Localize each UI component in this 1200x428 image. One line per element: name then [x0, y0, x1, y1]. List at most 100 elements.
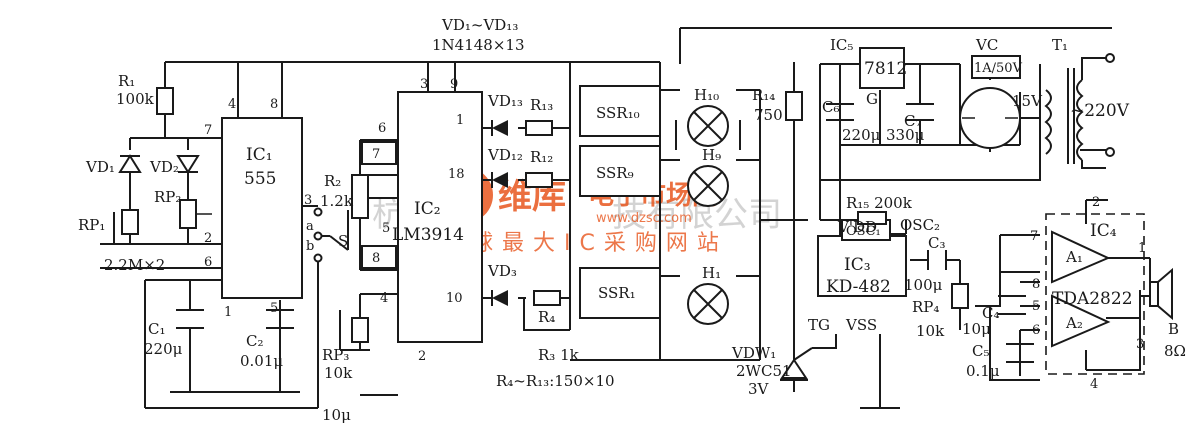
vc-label-box — [971, 55, 1021, 79]
rp1-potentiometer — [121, 209, 139, 235]
switch-label: S — [338, 232, 348, 250]
c2-value: 0.01μ — [240, 352, 283, 370]
r4-r13-label: R₄~R₁₃:150×10 — [496, 372, 615, 390]
ic5-part: 7812 — [864, 59, 907, 79]
vd13-diode-icon — [492, 120, 508, 136]
ic2-pin10: 10 — [446, 291, 463, 306]
ssr10-relay — [579, 85, 661, 137]
ic4-pin8: 8 — [1032, 277, 1040, 292]
ssr1-label: SSR₁ — [598, 284, 636, 302]
r15-resistor — [857, 211, 887, 225]
ic4-pin3: 3 — [1136, 337, 1144, 352]
switch-common — [313, 253, 323, 263]
h9-label: H₉ — [702, 146, 721, 164]
vss-label: VSS — [845, 316, 877, 334]
watermark-slogan: 全球最大IC采购网站 — [440, 231, 728, 256]
watermark-url: www.dzsc.com — [596, 211, 692, 226]
ic5-7812 — [859, 47, 905, 89]
ssr9-label: SSR₉ — [596, 164, 634, 182]
mains-terminal-top — [1105, 53, 1115, 63]
rp3-potentiometer — [351, 317, 369, 343]
c1-capacitor-icon — [176, 309, 204, 329]
r14-resistor — [785, 91, 803, 121]
c3-capacitor-icon — [927, 250, 947, 270]
h9-lamp-icon — [687, 165, 729, 207]
ic2-pin1: 1 — [456, 113, 464, 128]
h1-label: H₁ — [702, 264, 721, 282]
ic1-pin1: 1 — [224, 305, 232, 320]
c2-label: C₂ — [246, 332, 264, 350]
a1-label: A₁ — [1065, 248, 1083, 266]
ic2-lm3914 — [397, 91, 483, 343]
c7-capacitor-icon — [906, 103, 934, 121]
vdw1-label: VDW₁ — [731, 344, 776, 362]
labels: VD₁~VD₁₃ 1N4148×13 R₁ 100k VD₁ VD₂ RP₁ R… — [78, 16, 1186, 424]
rp3-label: RP₃ — [322, 346, 349, 364]
vd1-label: VD₁ — [85, 158, 115, 176]
vd12-label: VD₁₂ — [487, 146, 523, 164]
ic4-pin5: 5 — [1032, 299, 1040, 314]
c4-capacitor-icon — [998, 295, 1026, 315]
c3-value: 100μ — [904, 276, 943, 294]
r12-label: R₁₂ — [530, 148, 553, 166]
amp-a1-triangle — [1051, 230, 1111, 284]
ic2-pin5: 5 — [382, 221, 390, 236]
ic4-pin4: 4 — [1090, 377, 1098, 392]
r13-label: R₁₃ — [530, 96, 553, 114]
vd13-label: VD₁₃ — [487, 92, 523, 110]
r14-label: R₁₄ — [752, 86, 775, 104]
r2-resistor — [351, 174, 369, 219]
vd-part-label: 1N4148×13 — [432, 36, 525, 54]
ic4-pin2: 2 — [1092, 195, 1100, 210]
ic1-pin5: 5 — [270, 301, 278, 316]
ic2-pin3: 3 — [420, 77, 428, 92]
r2-label: R₂ — [324, 172, 341, 190]
ic3-kd482 — [817, 235, 907, 297]
ssr1-relay — [579, 267, 661, 319]
ic1-pin4: 4 — [228, 97, 236, 112]
r15-label: R₁₅ 200k — [846, 194, 913, 212]
ic1-pin7: 7 — [204, 123, 212, 138]
amp-a2-triangle — [1051, 294, 1111, 348]
ssr10-label: SSR₁₀ — [596, 104, 640, 122]
mains-label: ~220V — [1070, 101, 1130, 121]
rp4-label: RP₄ — [912, 298, 939, 316]
vc-spec: 1A/50V — [974, 61, 1023, 76]
ic4-name: IC₄ — [1090, 221, 1117, 241]
vd2-label: VD₂ — [149, 158, 179, 176]
ic2-part: LM3914 — [392, 225, 464, 245]
ic1-555 — [221, 117, 303, 299]
components — [118, 47, 1173, 379]
h10-lamp-icon — [687, 105, 729, 147]
r3-label: R₃ 1k — [538, 346, 580, 364]
speaker-value: 8Ω — [1164, 342, 1186, 360]
switch-contact-a — [313, 207, 323, 217]
osc1-label: OSC₁ — [846, 224, 881, 239]
c2-capacitor-icon — [266, 309, 294, 329]
tg-label: TG — [808, 316, 830, 334]
rp3-value: 10k — [324, 364, 353, 382]
ic2-pin7-box — [361, 141, 397, 165]
c7-value: 330μ — [886, 126, 925, 144]
ic2-pin2: 2 — [418, 349, 426, 364]
speaker-icon — [1149, 267, 1173, 321]
r12-resistor — [525, 172, 553, 188]
ic2-name: IC₂ — [414, 199, 441, 219]
r1-resistor — [156, 87, 174, 115]
c6-capacitor-icon — [826, 103, 854, 121]
c6-value: 220μ — [842, 126, 881, 144]
ic3-part: KD-482 — [826, 277, 891, 297]
h10-label: H₁₀ — [694, 86, 719, 104]
rp2-label: RP₂ — [154, 188, 181, 206]
vdw1-zener-icon — [780, 358, 808, 379]
ic1-pin8: 8 — [270, 97, 278, 112]
r1-label: R₁ — [118, 72, 135, 90]
t1-label: T₁ — [1052, 36, 1068, 54]
vdd-label: V'DD — [837, 218, 877, 236]
ic2-pin18: 18 — [448, 167, 465, 182]
ic1-pin6: 6 — [204, 255, 212, 270]
t1-primary-coil — [1076, 79, 1084, 161]
a2-label: A₂ — [1065, 314, 1083, 332]
